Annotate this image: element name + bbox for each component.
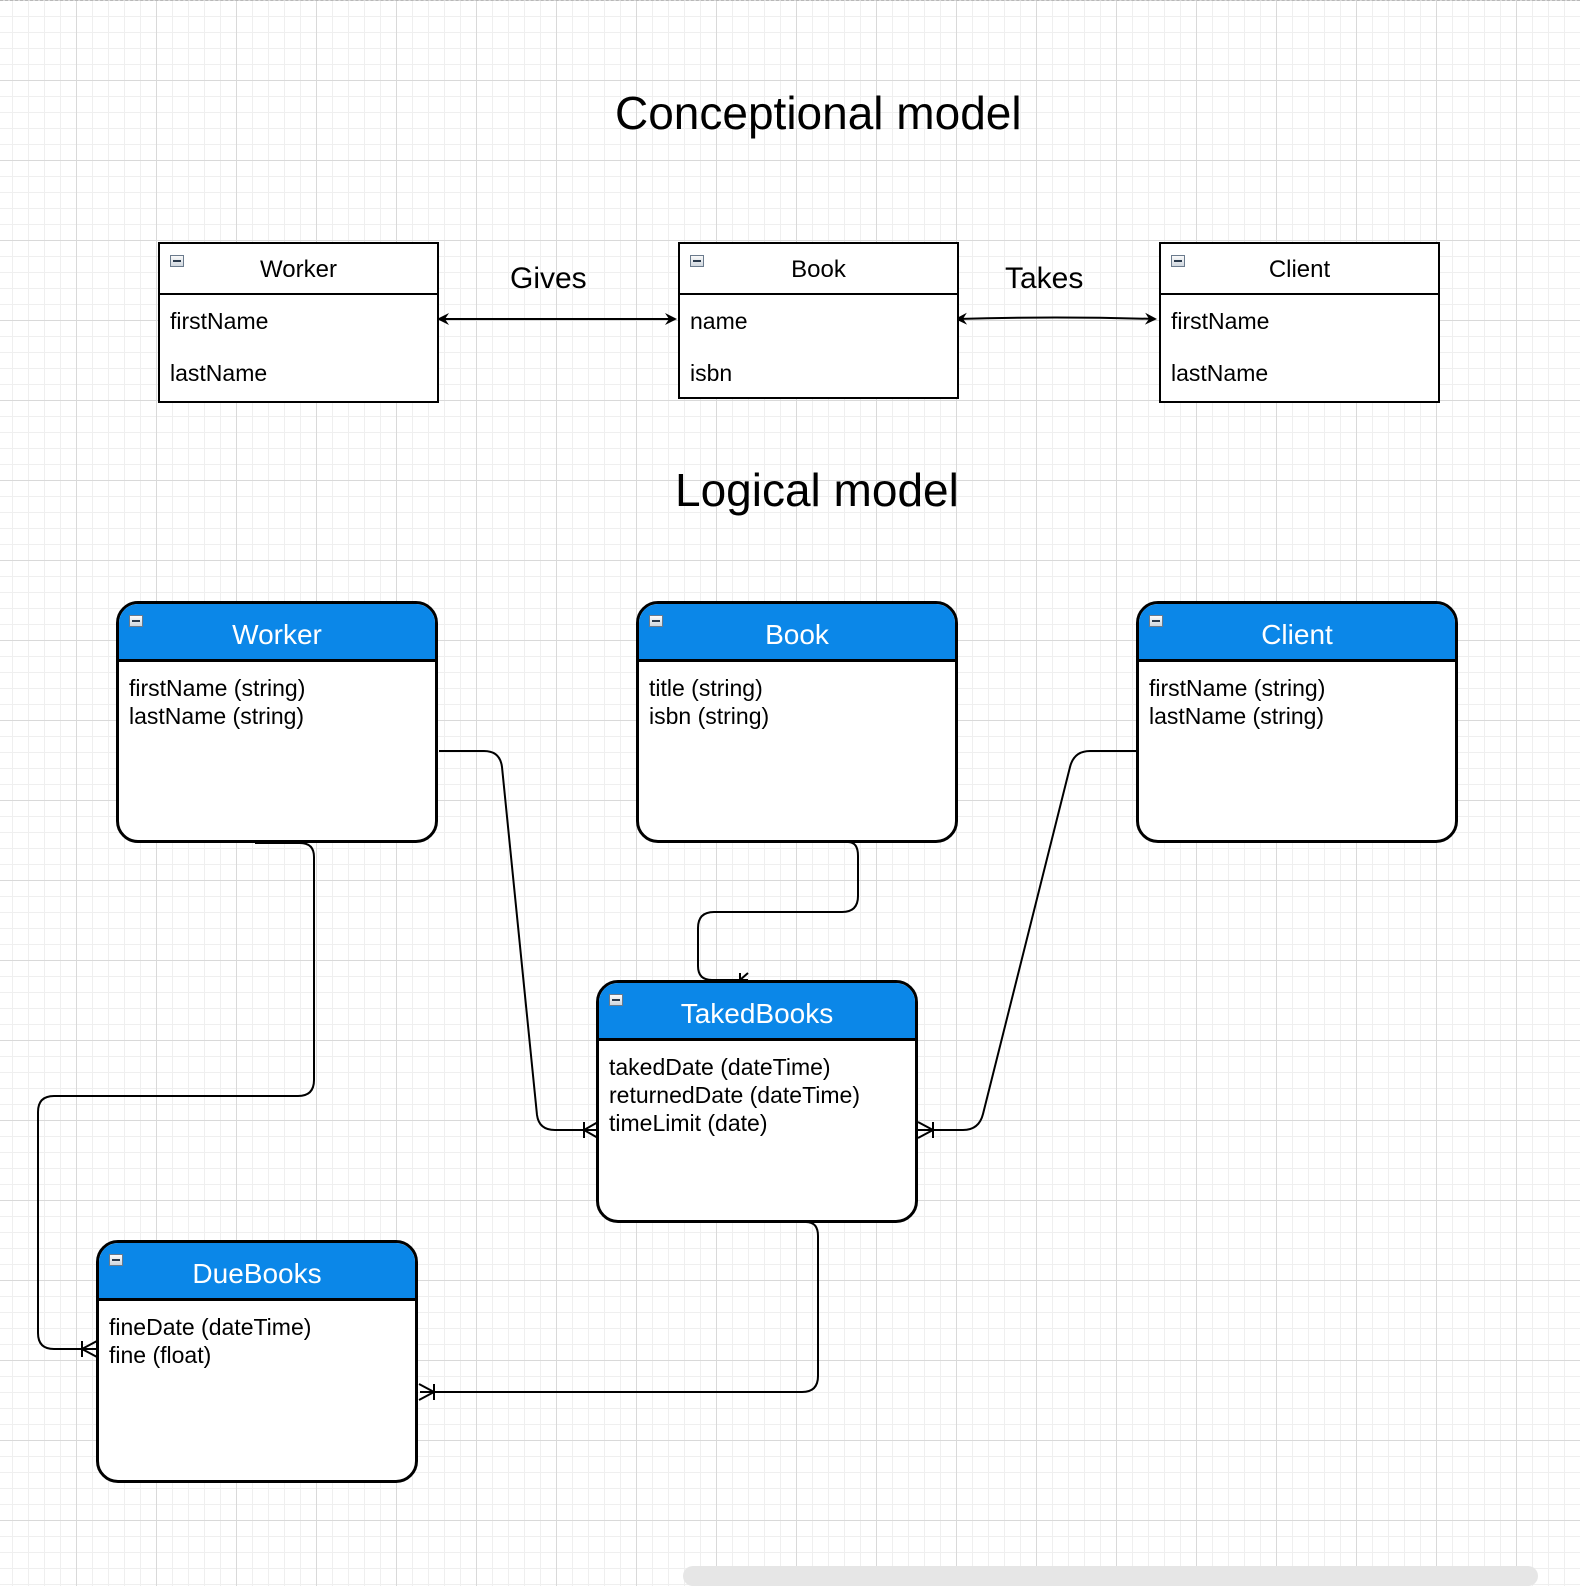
worker-taked-connector[interactable]	[439, 750, 596, 1131]
collapse-minus-icon[interactable]	[1149, 615, 1163, 627]
logical-client-entity[interactable]: Client firstName (string) lastName (stri…	[1136, 601, 1458, 843]
collapse-minus-icon[interactable]	[129, 615, 143, 627]
crows-foot-due-right	[418, 1383, 435, 1401]
attribute: returnedDate (dateTime)	[609, 1082, 860, 1108]
attribute: fine (float)	[109, 1342, 212, 1368]
collapse-minus-icon[interactable]	[609, 994, 623, 1006]
attribute-list: takedDate (dateTime) returnedDate (dateT…	[609, 1053, 860, 1137]
attribute: name	[690, 308, 748, 334]
attribute-list: firstName (string) lastName (string)	[129, 674, 305, 730]
entity-name: DueBooks	[192, 1258, 322, 1289]
takes-connector[interactable]	[955, 312, 1157, 325]
entity-name: Client	[1261, 619, 1333, 650]
client-taked-connector[interactable]	[916, 750, 1136, 1131]
attribute-list: fineDate (dateTime) fine (float)	[109, 1313, 311, 1369]
collapse-minus-icon[interactable]	[690, 255, 704, 267]
attribute: isbn (string)	[649, 703, 770, 729]
crows-foot-taked-right	[917, 1121, 934, 1139]
collapse-minus-icon[interactable]	[1171, 255, 1185, 267]
entity-header: TakedBooks	[599, 983, 915, 1041]
book-taked-connector[interactable]	[697, 841, 859, 981]
entity-name: Worker	[260, 256, 337, 283]
entity-name: TakedBooks	[680, 998, 834, 1029]
attribute: lastName (string)	[129, 703, 305, 729]
attribute: lastName	[1171, 360, 1269, 386]
page-top-border	[0, 0, 1580, 3]
attribute: lastName (string)	[1149, 703, 1325, 729]
attribute: title (string)	[649, 675, 763, 701]
logical-takedbooks-entity[interactable]: TakedBooks takedDate (dateTime) returned…	[596, 980, 918, 1223]
attribute: firstName	[1171, 308, 1270, 334]
horizontal-scrollbar[interactable]	[683, 1566, 1538, 1586]
entity-header: Worker	[119, 604, 435, 662]
logical-title: Logical model	[675, 464, 959, 516]
attribute: fineDate (dateTime)	[109, 1314, 312, 1340]
logical-duebooks-entity[interactable]: DueBooks fineDate (dateTime) fine (float…	[96, 1240, 418, 1483]
collapse-minus-icon[interactable]	[170, 255, 184, 267]
collapse-minus-icon[interactable]	[109, 1254, 123, 1266]
attribute: takedDate (dateTime)	[609, 1054, 831, 1080]
gives-label: Gives	[510, 262, 587, 295]
conceptual-client-entity[interactable]: Client firstName lastName	[1159, 242, 1440, 403]
attribute: firstName (string)	[1149, 675, 1326, 701]
attribute: isbn	[690, 360, 733, 386]
taked-due-connector[interactable]	[420, 1221, 819, 1393]
conceptual-worker-entity[interactable]: Worker firstName lastName	[158, 242, 439, 403]
logical-worker-entity[interactable]: Worker firstName (string) lastName (stri…	[116, 601, 438, 843]
entity-name: Book	[765, 619, 829, 650]
attribute: firstName (string)	[129, 675, 306, 701]
attribute: firstName	[170, 308, 269, 334]
entity-header: Client	[1139, 604, 1455, 662]
attribute-list: title (string) isbn (string)	[649, 674, 769, 730]
attribute: timeLimit (date)	[609, 1110, 768, 1136]
entity-header: Client	[1161, 244, 1438, 295]
takes-label: Takes	[1005, 262, 1084, 295]
entity-name: Book	[791, 256, 846, 283]
attribute: lastName	[170, 360, 268, 386]
entity-header: Worker	[160, 244, 437, 295]
worker-due-connector[interactable]	[37, 842, 315, 1350]
entity-header: DueBooks	[99, 1243, 415, 1301]
entity-header: Book	[639, 604, 955, 662]
entity-name: Worker	[232, 619, 322, 650]
attribute-list: firstName (string) lastName (string)	[1149, 674, 1325, 730]
logical-book-entity[interactable]: Book title (string) isbn (string)	[636, 601, 958, 843]
conceptual-book-entity[interactable]: Book name isbn	[678, 242, 959, 399]
entity-header: Book	[680, 244, 957, 295]
crows-foot-taked-left	[583, 1121, 599, 1139]
conceptual-title: Conceptional model	[615, 87, 1022, 139]
collapse-minus-icon[interactable]	[649, 615, 663, 627]
crows-foot-due-left	[81, 1340, 98, 1358]
entity-name: Client	[1268, 256, 1331, 283]
